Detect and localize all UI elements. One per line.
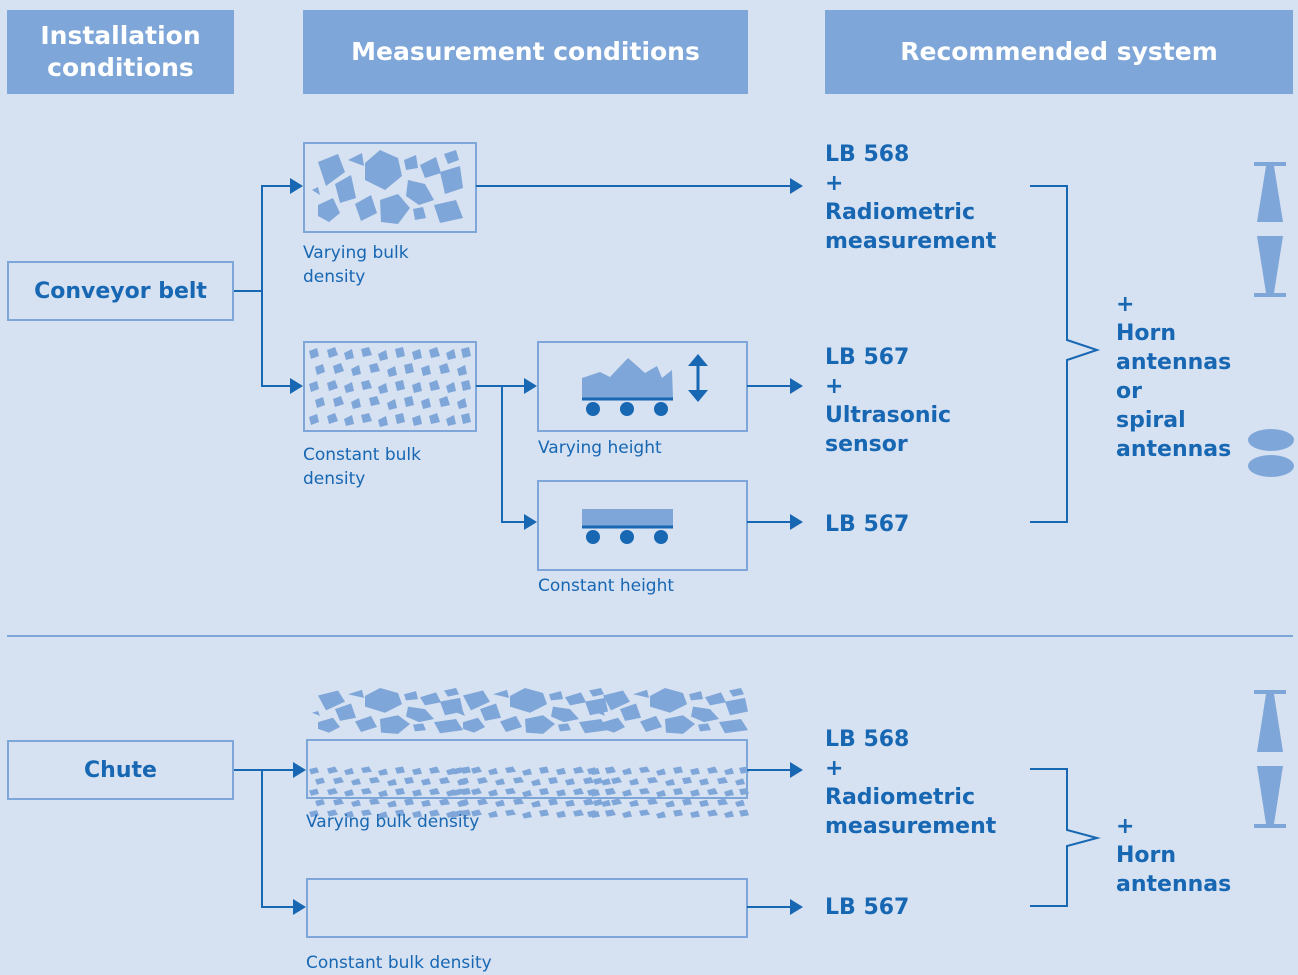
system-chute-lb568: LB 568 + Radiometric measurement	[825, 725, 996, 841]
system-line: or	[1116, 379, 1142, 404]
chute-large-rocks-repeat	[457, 688, 748, 734]
header-installation-conditions: Installation conditions	[7, 10, 234, 94]
system-line: LB 567	[825, 345, 910, 370]
system-belt-lb568: LB 568 + Radiometric measurement	[825, 140, 996, 256]
system-line: Horn antennas	[1116, 321, 1232, 375]
system-line: LB 568	[825, 142, 910, 167]
system-line: Horn antennas	[1116, 843, 1232, 897]
caption-belt-constant-density: Constant bulk density	[303, 445, 421, 489]
header-measurement-conditions: Measurement conditions	[303, 10, 748, 94]
roller-icon	[620, 530, 634, 544]
caption-belt-varying-density: Varying bulk density	[303, 243, 409, 287]
system-chute-antennas: + Horn antennas	[1116, 812, 1298, 899]
spiral-antenna-icon	[1248, 429, 1294, 477]
system-belt-lb567-ultrasonic: LB 567 + Ultrasonic sensor	[825, 343, 951, 459]
system-chute-lb567: LB 567	[825, 895, 910, 920]
system-line: +	[825, 374, 844, 399]
horn-antenna-icon	[1254, 162, 1286, 297]
caption-varying-height: Varying height	[538, 438, 662, 458]
roller-icon	[620, 402, 634, 416]
system-line: +	[1116, 292, 1135, 317]
varying-heap-material	[582, 358, 673, 398]
large-rocks-group	[312, 150, 463, 224]
horn-antenna-icon	[1254, 690, 1286, 828]
system-belt-antennas: + Horn antennas or spiral antennas	[1116, 290, 1298, 464]
chute-large-rocks	[312, 688, 463, 734]
caption-constant-height: Constant height	[538, 576, 675, 596]
system-belt-lb567: LB 567	[825, 512, 910, 537]
roller-icon	[586, 530, 600, 544]
system-line: +	[1116, 814, 1135, 839]
roller-icon	[654, 530, 668, 544]
chute-flow-lines	[234, 762, 1101, 915]
double-arrow-icon	[688, 354, 708, 402]
header-measurement-label: Measurement conditions	[351, 37, 700, 66]
header-recommended-system: Recommended system	[825, 10, 1293, 94]
system-line: LB 568	[825, 727, 910, 752]
caption-chute-constant-density: Constant bulk density	[306, 953, 492, 973]
small-rocks-group	[309, 347, 471, 427]
chute-box: Chute	[7, 740, 234, 800]
system-line: measurement	[825, 814, 997, 839]
system-line: spiral antennas	[1116, 408, 1232, 462]
header-installation-label: Installation conditions	[40, 21, 201, 82]
system-line: +	[825, 171, 844, 196]
caption-chute-varying-density: Varying bulk density	[306, 812, 480, 832]
system-line: measurement	[825, 229, 997, 254]
conveyor-belt-label: Conveyor belt	[34, 278, 207, 304]
belt-flow-lines	[234, 178, 1101, 530]
system-line: Radiometric	[825, 785, 975, 810]
chute-constant-density-image	[306, 878, 748, 938]
conveyor-belt-box: Conveyor belt	[7, 261, 234, 321]
system-line: Ultrasonic	[825, 403, 952, 428]
header-recommended-label: Recommended system	[900, 37, 1218, 66]
system-line: sensor	[825, 432, 908, 457]
roller-icon	[586, 402, 600, 416]
chute-label: Chute	[84, 757, 157, 783]
system-line: Radiometric	[825, 200, 975, 225]
system-line: +	[825, 756, 844, 781]
roller-icon	[654, 402, 668, 416]
constant-layer-material	[582, 509, 673, 527]
